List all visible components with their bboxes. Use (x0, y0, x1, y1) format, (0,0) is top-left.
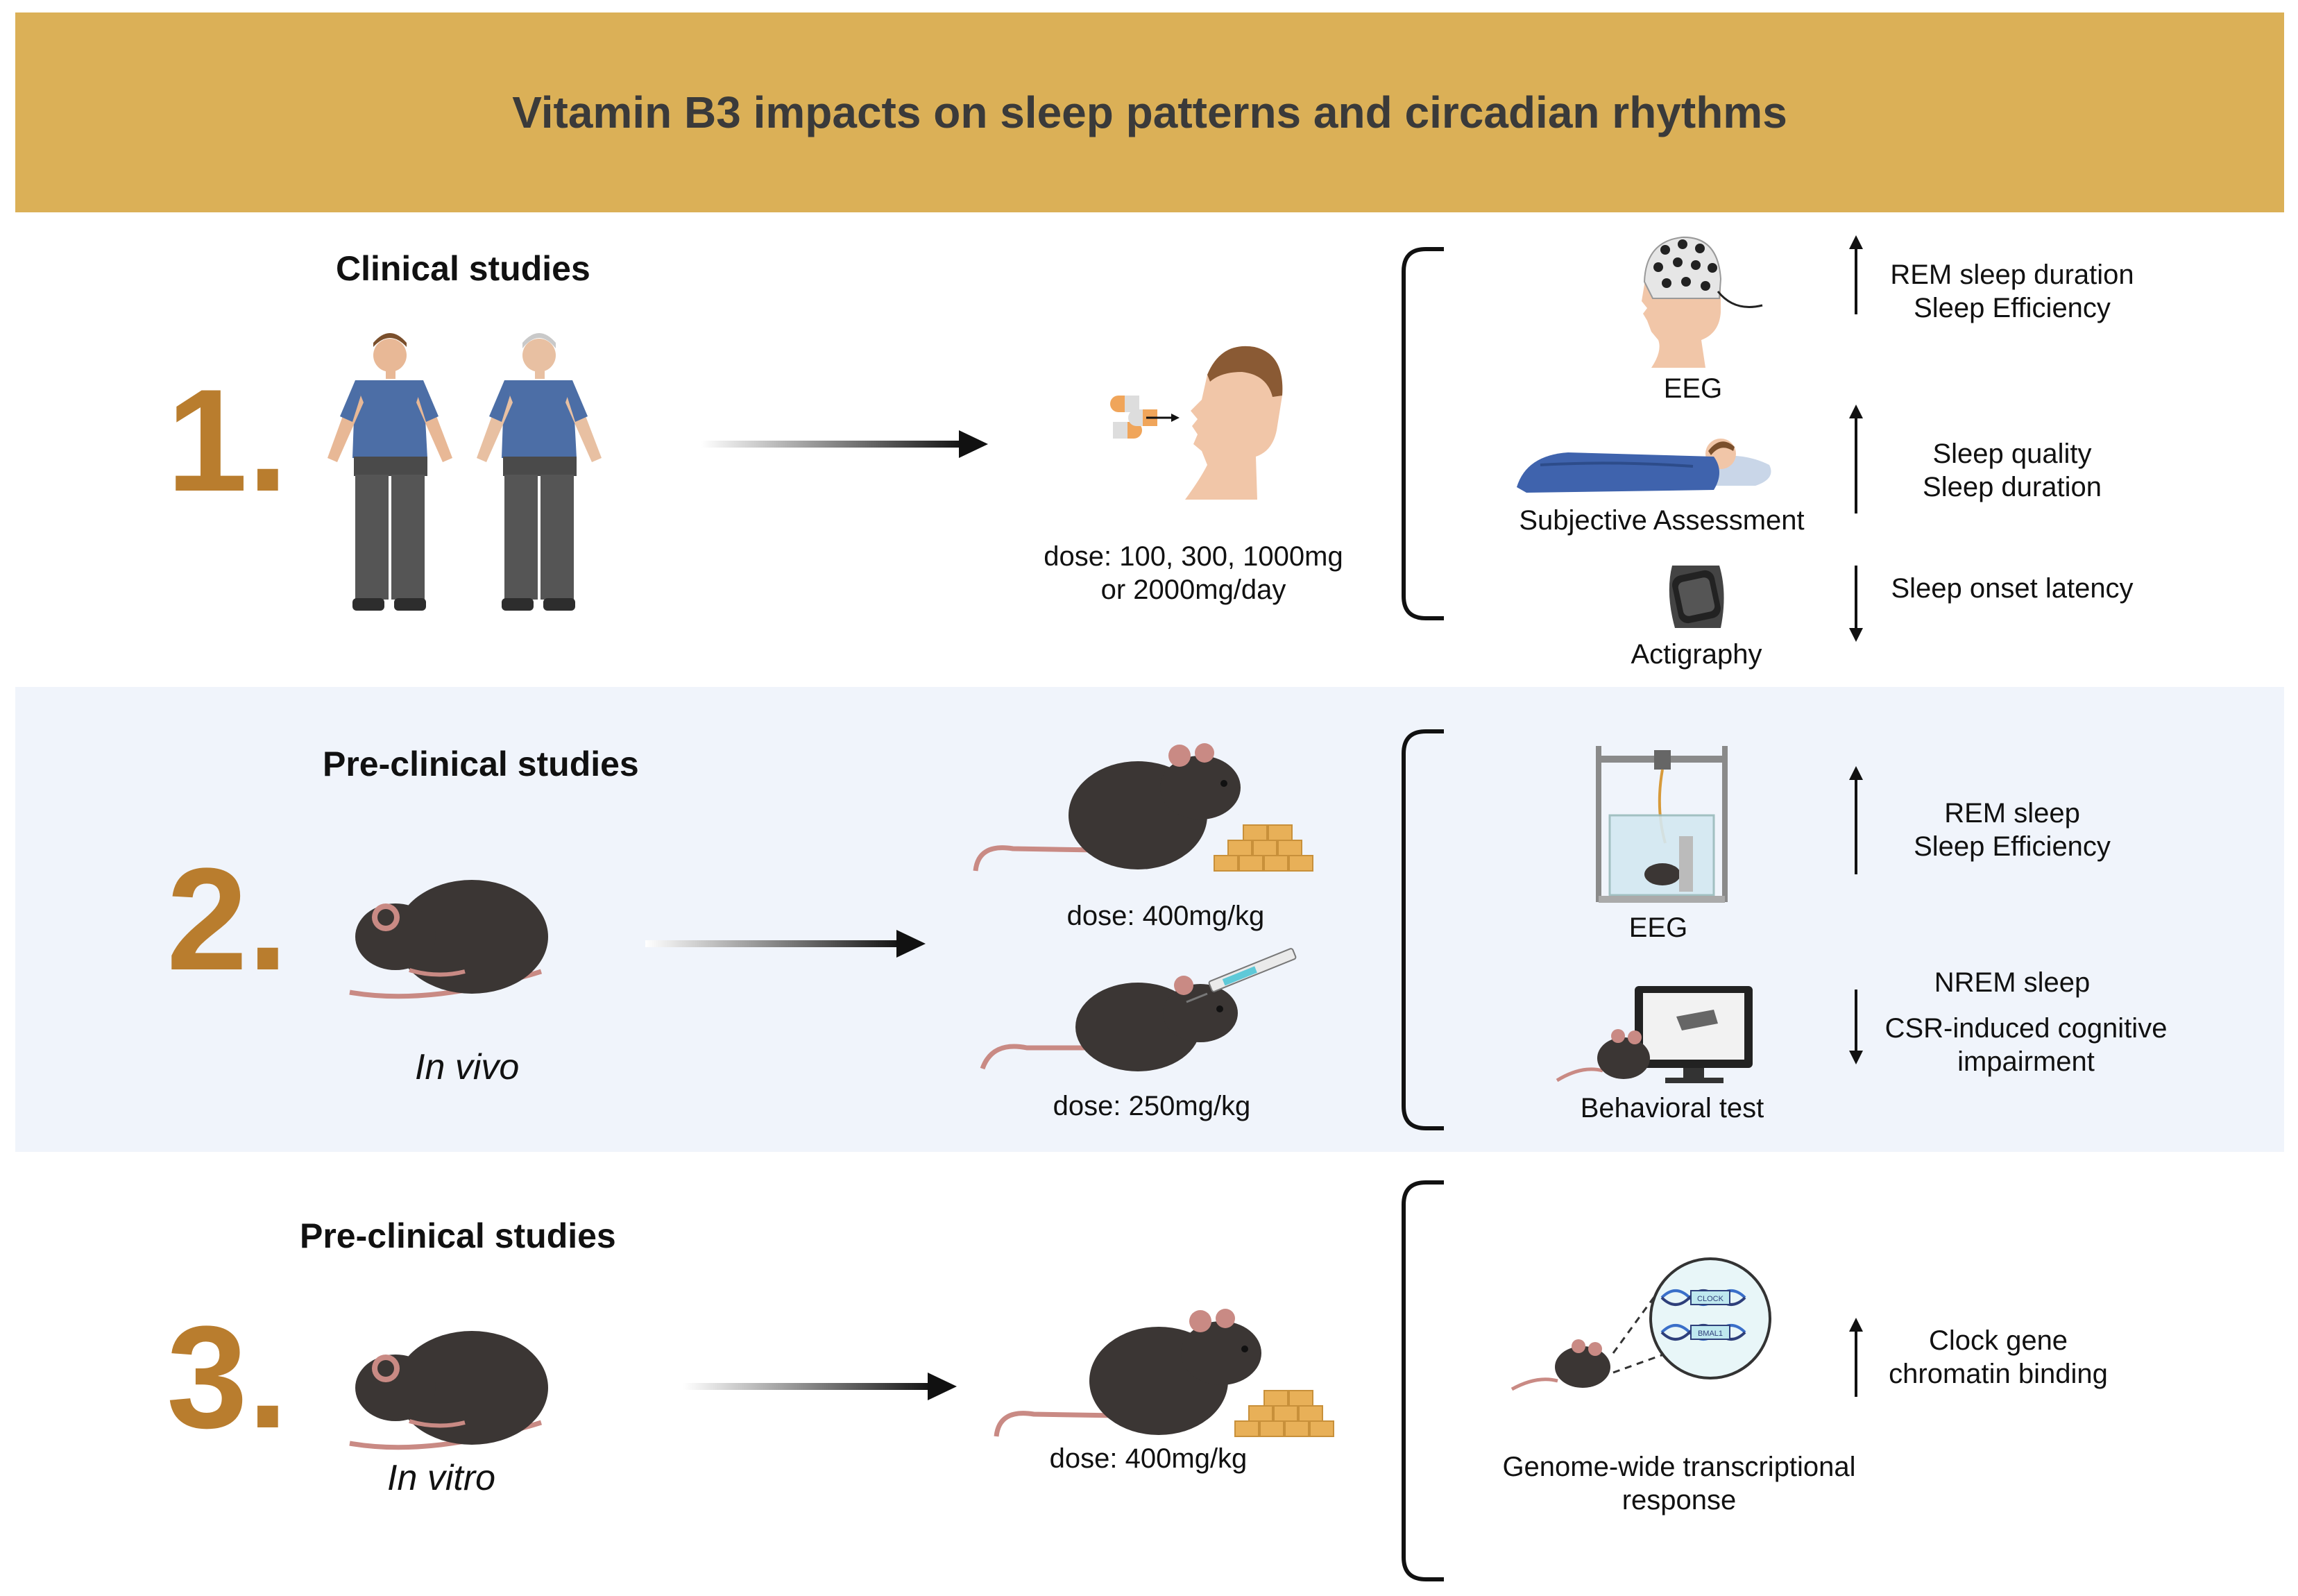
effect-1a-line-1: REM sleep duration (1890, 260, 2134, 290)
effect-2b-line-2: CSR-induced cognitive (1884, 1013, 2168, 1044)
up-arrow-icon (1849, 1318, 1863, 1397)
pill-icon (1110, 396, 1157, 439)
sleeping-person-icon (1517, 439, 1771, 493)
effect-3a: Clock gene chromatin binding (1832, 1324, 2165, 1391)
effect-3a-line-1: Clock gene (1928, 1325, 2068, 1356)
human-figures-icon (327, 333, 602, 611)
young-person-icon (327, 333, 452, 611)
section-3-number: 3. (167, 1296, 289, 1459)
effect-1b-line-2: Sleep duration (1923, 472, 2102, 502)
down-arrow-icon (1849, 566, 1863, 642)
effect-1b: Sleep quality Sleep duration (1846, 437, 2179, 504)
eeg-rig-icon (1596, 746, 1728, 903)
face-icon (1185, 346, 1283, 500)
method-genome-line-2: response (1622, 1485, 1737, 1516)
up-arrow-icon (1849, 405, 1863, 513)
down-arrow-icon (1849, 990, 1863, 1064)
effect-1a: REM sleep duration Sleep Efficiency (1846, 258, 2179, 325)
bracket-3-icon (1402, 1180, 1444, 1581)
syringe-icon (1186, 948, 1297, 1003)
sleeping-mouse-icon (349, 1331, 548, 1450)
effect-1c-line-1: Sleep onset latency (1891, 573, 2134, 604)
method-genome-label: Genome-wide transcriptional response (1450, 1450, 1908, 1517)
dose-1-line-2: or 2000mg/day (1100, 575, 1286, 605)
gene-clock-label: CLOCK (1697, 1295, 1724, 1303)
section-1-title: Clinical studies (336, 249, 590, 288)
dose-3-label: dose: 400mg/kg (1049, 1443, 1248, 1474)
effect-3a-line-2: chromatin binding (1889, 1359, 2108, 1389)
method-genome-line-1: Genome-wide transcriptional (1502, 1452, 1856, 1482)
page-title: Vitamin B3 impacts on sleep patterns and… (512, 87, 1787, 137)
in-vitro-label: In vitro (387, 1458, 496, 1498)
dose-2b-label: dose: 250mg/kg (1053, 1091, 1251, 1121)
section-3-title: Pre-clinical studies (300, 1216, 616, 1255)
method-eeg-1-label: EEG (1663, 373, 1723, 404)
food-pellets-icon (1214, 824, 1313, 872)
dose-1-label: dose: 100, 300, 1000mg or 2000mg/day (1020, 540, 1367, 606)
food-pellets-icon (1234, 1390, 1334, 1437)
effect-2b: CSR-induced cognitive impairment (1859, 1012, 2193, 1078)
effect-1c: Sleep onset latency (1846, 572, 2179, 605)
effect-arrows-2-icon (1849, 766, 1863, 1064)
effect-arrows-1-icon (1849, 235, 1863, 642)
section-1-number: 1. (167, 359, 289, 522)
effect-2a-line-2: Sleep Efficiency (1914, 831, 2111, 862)
dose-2a-label: dose: 400mg/kg (1066, 901, 1265, 931)
arrow-3-icon (683, 1373, 957, 1400)
section-2-number: 2. (167, 838, 289, 1001)
behavioral-test-icon (1556, 986, 1753, 1083)
watch-icon (1669, 566, 1724, 628)
section-2-title: Pre-clinical studies (323, 745, 639, 783)
arrow-1-icon (701, 430, 988, 458)
effect-2b-title: NREM sleep (1846, 966, 2179, 999)
injected-mouse-icon (980, 948, 1297, 1071)
method-eeg-2-label: EEG (1628, 912, 1688, 943)
method-actigraphy-label: Actigraphy (1631, 639, 1762, 670)
arrow-2-icon (645, 930, 926, 958)
effect-1b-line-1: Sleep quality (1932, 439, 2092, 469)
eating-mouse-icon (994, 1309, 1334, 1437)
title-banner: Vitamin B3 impacts on sleep patterns and… (15, 12, 2284, 212)
genome-response-icon: CLOCK BMAL1 (1510, 1257, 1771, 1391)
oral-dose-icon (1110, 346, 1283, 500)
dose-1-line-1: dose: 100, 300, 1000mg (1044, 541, 1343, 572)
gene-bmal1-label: BMAL1 (1698, 1330, 1723, 1338)
effect-1a-line-2: Sleep Efficiency (1914, 293, 2111, 323)
effect-2b-line-1: NREM sleep (1934, 967, 2091, 998)
eeg-head-icon (1642, 236, 1763, 368)
eating-mouse-icon (973, 743, 1313, 872)
up-arrow-icon (1849, 766, 1863, 874)
effect-2b-line-3: impairment (1957, 1046, 2095, 1077)
bracket-2-icon (1402, 729, 1444, 1130)
method-behavioral-label: Behavioral test (1580, 1093, 1764, 1123)
in-vivo-label: In vivo (415, 1047, 520, 1087)
bracket-1-icon (1402, 247, 1444, 620)
effect-2a-line-1: REM sleep (1944, 798, 2080, 829)
older-person-icon (477, 333, 602, 611)
sleeping-mouse-icon (349, 880, 548, 999)
effect-2a: REM sleep Sleep Efficiency (1846, 797, 2179, 863)
up-arrow-icon (1849, 235, 1863, 314)
method-subjective-label: Subjective Assessment (1519, 505, 1805, 536)
